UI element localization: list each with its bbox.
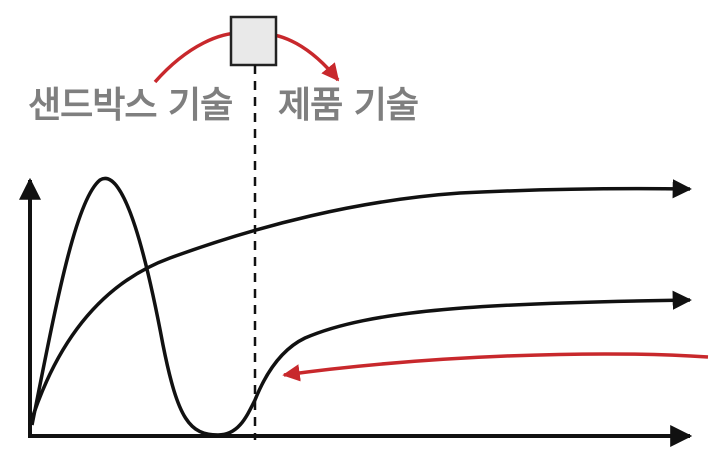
peak-dip-curve bbox=[30, 176, 692, 437]
rising-curve bbox=[28, 179, 692, 426]
incoming-red-arrow bbox=[282, 352, 709, 382]
transition-box bbox=[229, 15, 278, 67]
sandbox-tech-label: 샌드박스 기술 bbox=[28, 85, 233, 126]
product-tech-label: 제품 기술 bbox=[278, 85, 419, 126]
